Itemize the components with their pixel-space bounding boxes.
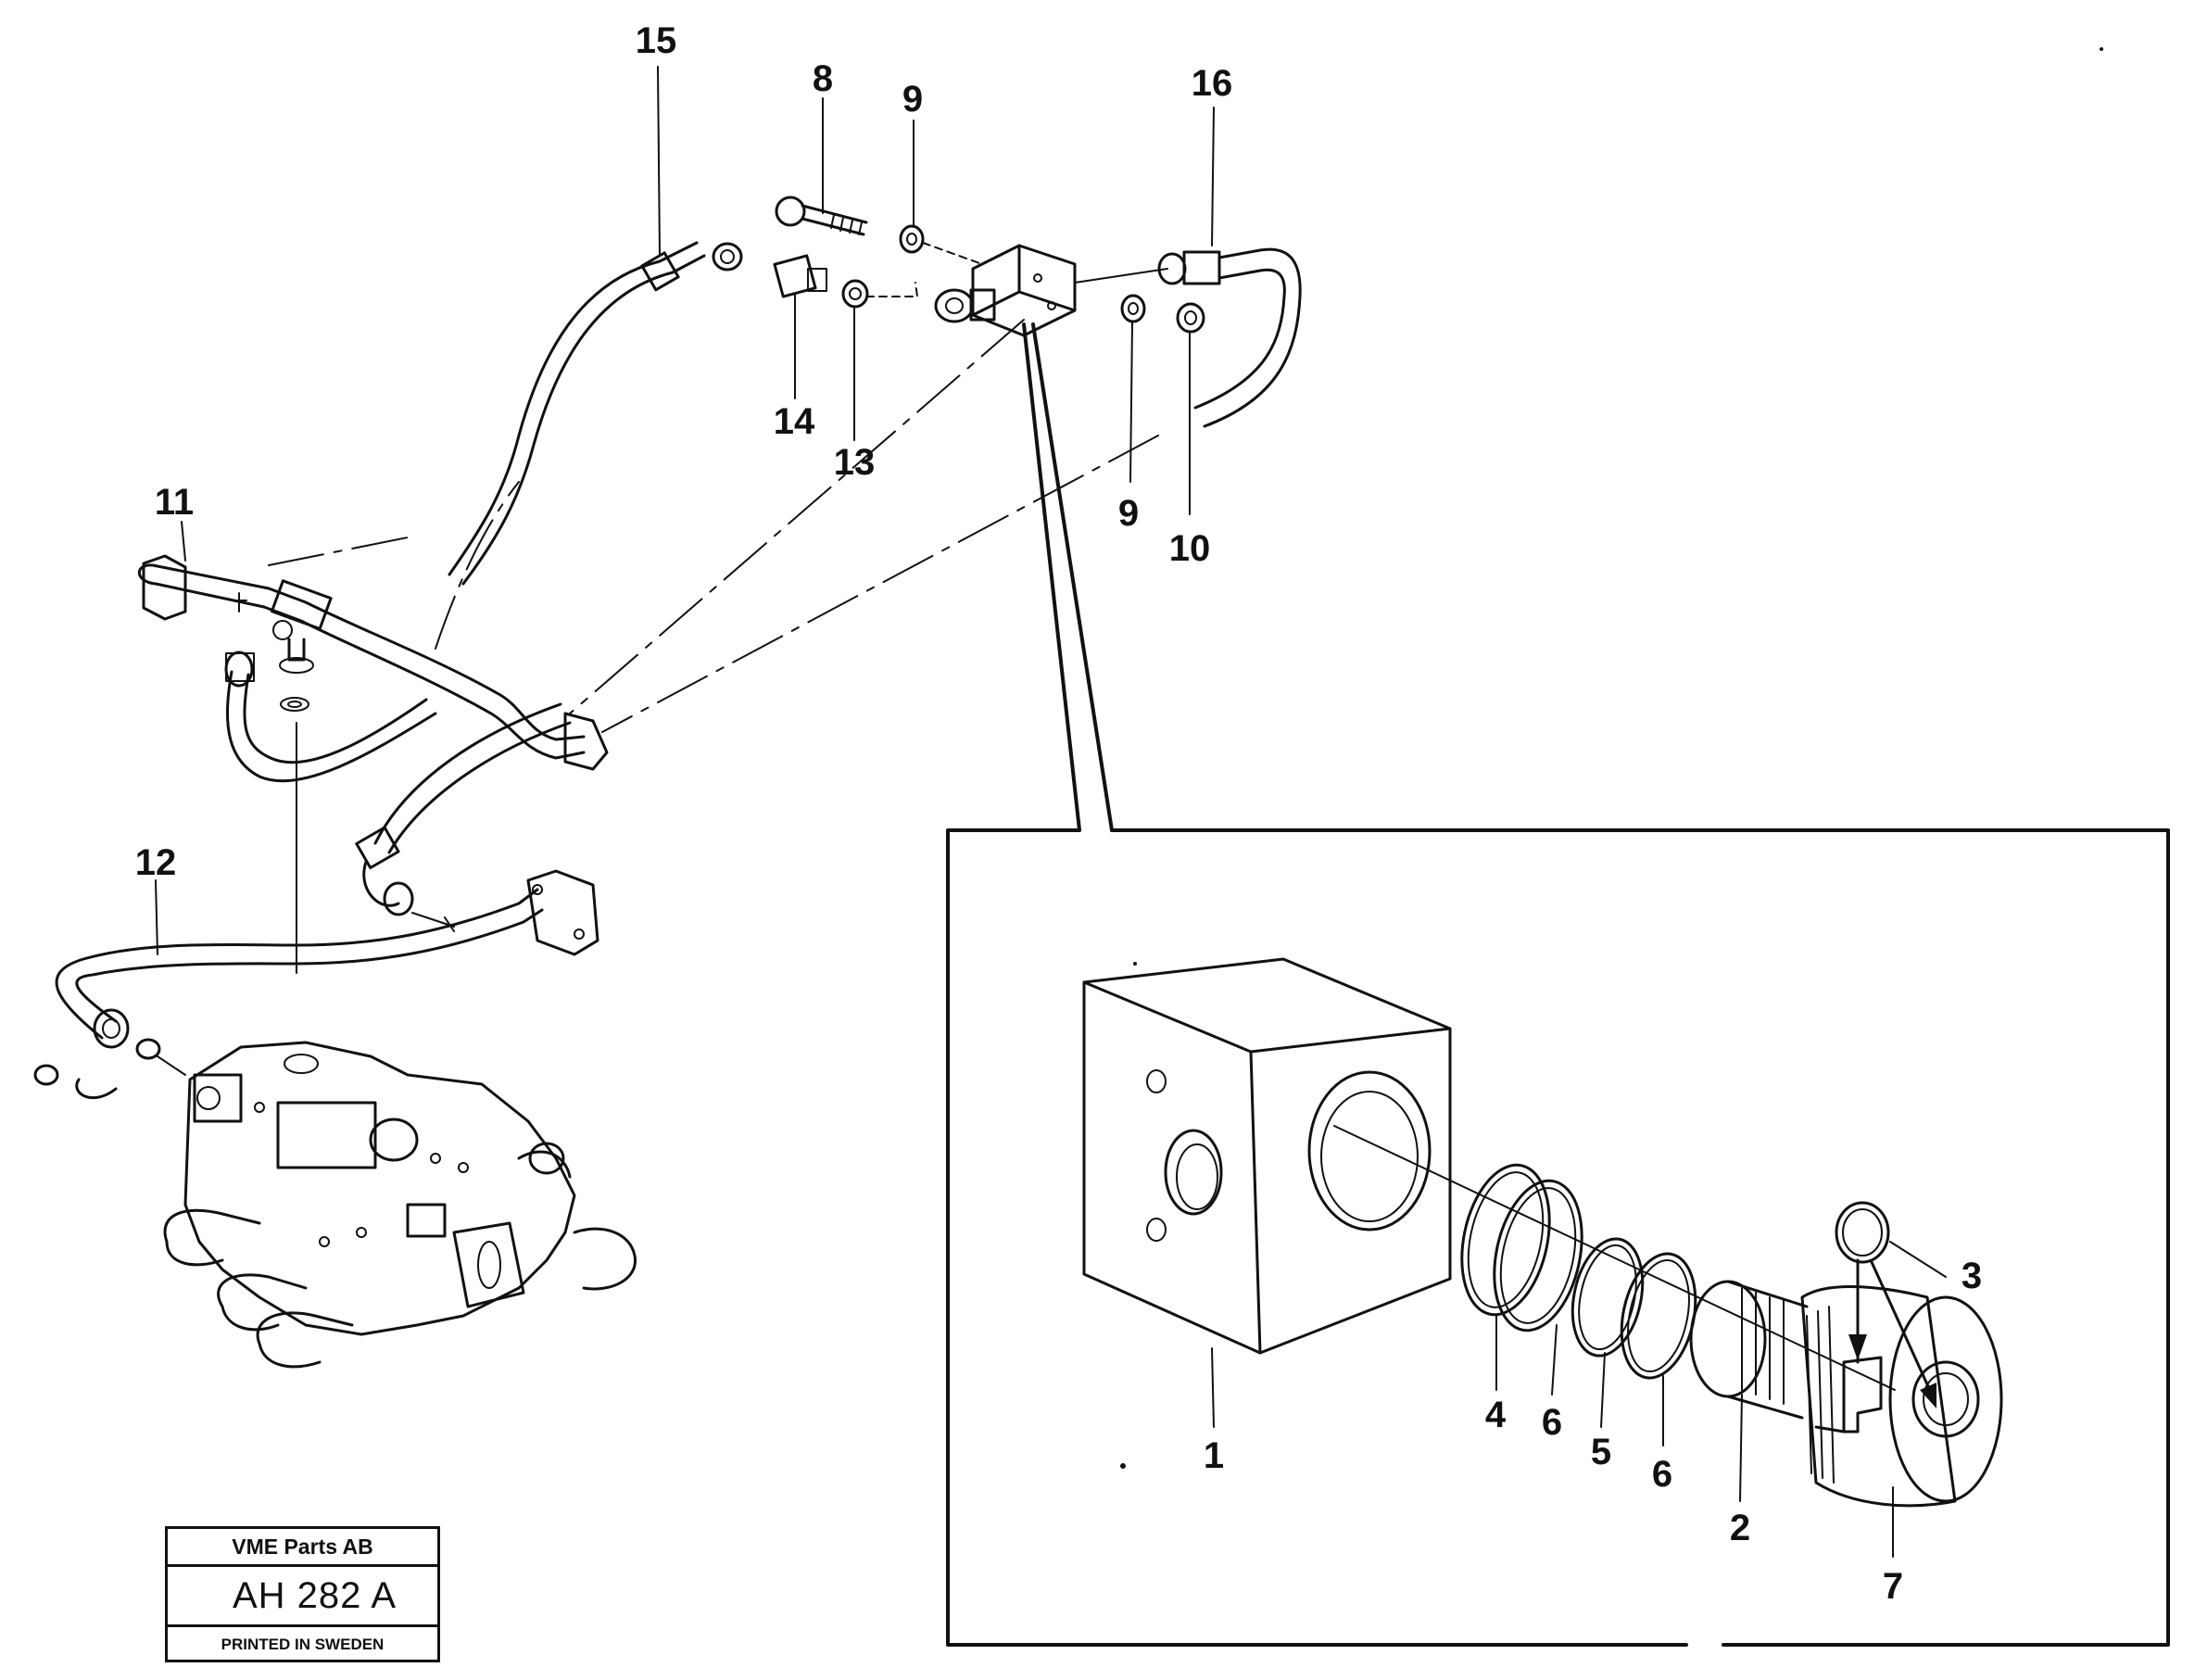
callout-13: 13 bbox=[834, 442, 876, 483]
callout-16: 16 bbox=[1192, 63, 1233, 104]
tee-fitting bbox=[272, 620, 314, 974]
title-block: VME Parts AB AH 282 A PRINTED IN SWEDEN bbox=[165, 1526, 440, 1662]
title-printed: PRINTED IN SWEDEN bbox=[221, 1636, 385, 1653]
title-company: VME Parts AB bbox=[168, 1529, 437, 1567]
leader-lines bbox=[155, 66, 1947, 1558]
callout-7: 7 bbox=[1883, 1566, 1903, 1607]
callout-9-top: 9 bbox=[902, 79, 923, 120]
pipe-11 bbox=[137, 554, 609, 771]
callout-6-left: 6 bbox=[1542, 1402, 1562, 1443]
callout-8: 8 bbox=[813, 58, 833, 99]
title-code: AH 282 A bbox=[168, 1567, 437, 1627]
pipe-12 bbox=[33, 869, 599, 1100]
callout-15: 15 bbox=[636, 20, 677, 61]
detail-frame bbox=[946, 322, 2170, 1647]
control-valve bbox=[163, 1041, 637, 1369]
callout-labels: 15 8 9 16 14 13 9 10 11 12 1 2 3 4 5 6 6… bbox=[135, 20, 1982, 1607]
hose-15 bbox=[448, 241, 706, 586]
callout-6-right: 6 bbox=[1652, 1454, 1672, 1495]
elbow-hose bbox=[224, 592, 437, 783]
scan-specks bbox=[1120, 47, 2103, 1469]
detail-rings bbox=[1333, 1125, 1896, 1391]
callout-12: 12 bbox=[135, 842, 177, 883]
detail-block-1 bbox=[1082, 957, 1452, 1355]
callout-10: 10 bbox=[1169, 528, 1211, 569]
callout-11: 11 bbox=[155, 482, 194, 523]
fittings-row bbox=[712, 196, 1302, 428]
detail-oring-3 bbox=[1835, 1201, 1936, 1408]
callout-5: 5 bbox=[1591, 1432, 1611, 1472]
callout-1: 1 bbox=[1204, 1435, 1224, 1476]
callout-4: 4 bbox=[1485, 1395, 1507, 1435]
callout-3: 3 bbox=[1962, 1256, 1982, 1296]
callout-14: 14 bbox=[774, 401, 815, 442]
detail-cartridge bbox=[1689, 1280, 2003, 1508]
callout-9-bottom: 9 bbox=[1118, 493, 1139, 534]
centerlines bbox=[268, 319, 1159, 733]
connecting-hose bbox=[355, 702, 572, 932]
callout-2: 2 bbox=[1730, 1508, 1750, 1548]
